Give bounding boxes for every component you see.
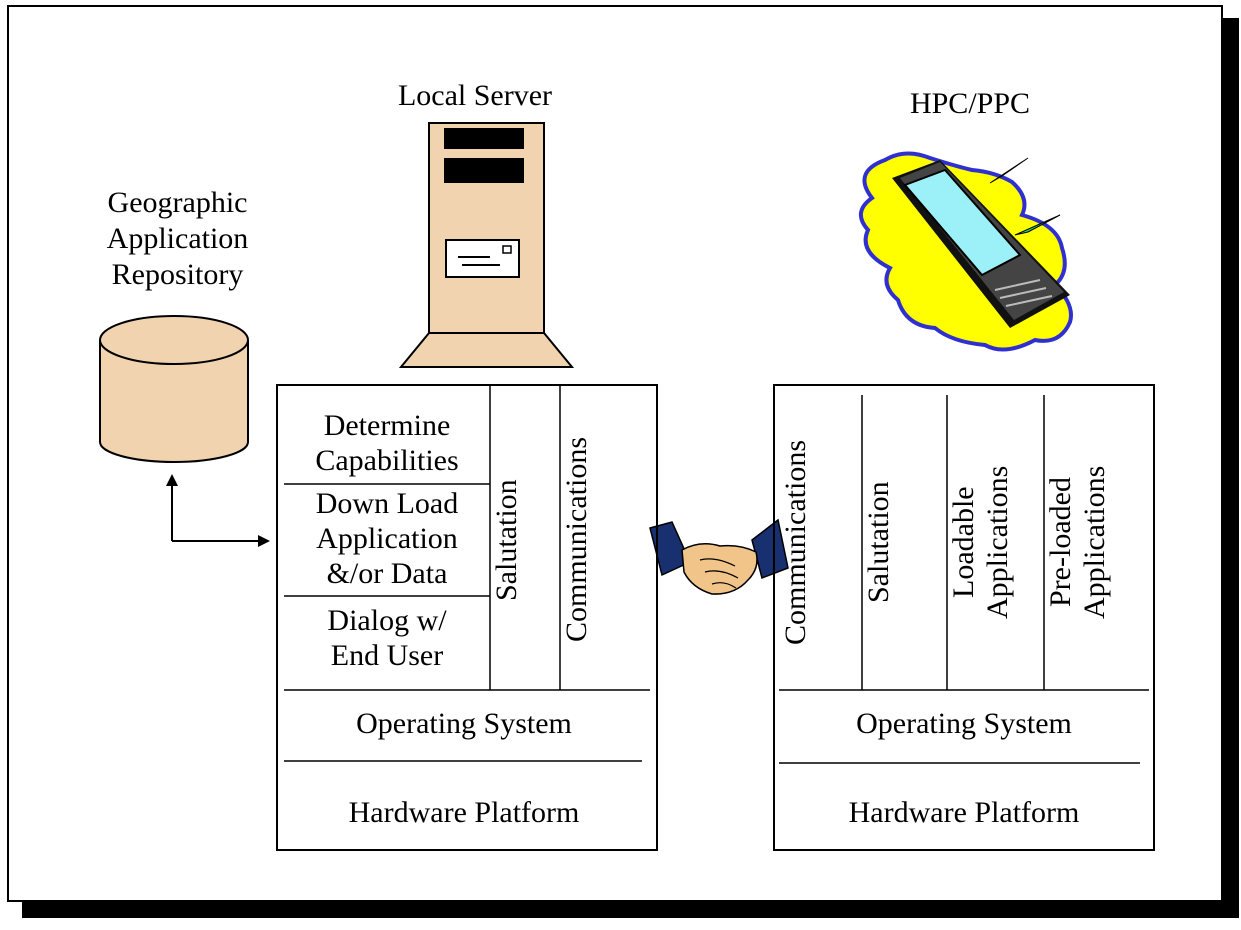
server-tower-icon	[398, 122, 575, 368]
right-hardware-platform-layer: Hardware Platform	[848, 796, 1080, 829]
download-application-cell: Down Load Application &/or Data	[315, 487, 459, 590]
left-communications-cell: Communications	[560, 437, 593, 643]
hpc-ppc-label: HPC/PPC	[909, 87, 1031, 120]
handshake-icon	[649, 518, 789, 595]
loadable-applications-cell: Loadable Applications	[947, 465, 1014, 620]
left-hardware-platform-layer: Hardware Platform	[348, 796, 580, 829]
determine-capabilities-cell: Determine Capabilities	[315, 409, 459, 477]
preloaded-applications-cell: Pre-loaded Applications	[1044, 465, 1111, 620]
handheld-pc-icon	[859, 151, 1073, 352]
left-salutation-cell: Salutation	[490, 479, 523, 601]
right-salutation-cell: Salutation	[862, 481, 895, 604]
right-operating-system-layer: Operating System	[856, 707, 1072, 740]
dialog-end-user-cell: Dialog w/ End User	[327, 604, 447, 672]
right-communications-cell: Communications	[779, 440, 812, 645]
left-stack-frame	[276, 384, 658, 851]
repository-label: Geographic Application Repository	[106, 186, 249, 291]
repository-connector-arrow	[166, 474, 270, 547]
left-operating-system-layer: Operating System	[356, 707, 572, 740]
frame-shadow-right	[1223, 18, 1239, 918]
local-server-label: Local Server	[397, 79, 553, 112]
frame-shadow-bottom	[22, 902, 1239, 918]
database-icon	[99, 315, 249, 463]
right-stack-frame	[773, 384, 1155, 851]
